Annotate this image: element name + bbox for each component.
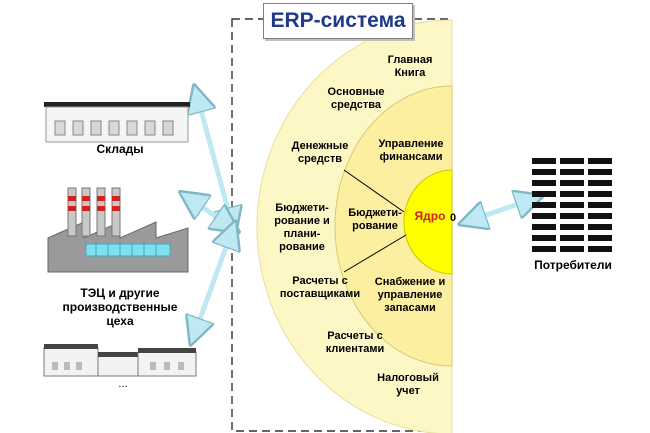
customer-settlements-label: Расчеты с клиентами: [325, 330, 385, 355]
consumers-icon: [532, 158, 612, 252]
general-ledger-label: Главная Книга: [387, 54, 433, 79]
divider-upper: [343, 169, 405, 213]
arrow-consumers: [466, 198, 536, 222]
consumers-label: Потребители: [534, 258, 612, 272]
plants-label: ТЭЦ и другие производственные цеха: [62, 286, 178, 328]
middle-zone: [334, 85, 453, 367]
core-label: Ядро: [414, 209, 446, 223]
core-zone: [403, 169, 453, 275]
factory-icon: [47, 187, 189, 273]
budgeting-label: Бюджети- рование: [348, 207, 402, 232]
supply-inventory-label: Снабжение и управление запасами: [374, 276, 446, 314]
budgeting-planning-label: Бюджети- рование и плани- рование: [274, 202, 330, 253]
supplier-settlements-label: Расчеты с поставщиками: [279, 275, 361, 300]
fixed-assets-label: Основные средства: [327, 86, 385, 111]
cash-label: Денежные средств: [291, 140, 349, 165]
finance-management-label: Управление финансами: [378, 138, 444, 163]
core-fragment-label: 0: [450, 212, 457, 224]
diagram-title: ERP-система: [270, 9, 406, 32]
buildings-icon: [43, 344, 197, 377]
more-label: ...: [118, 378, 128, 390]
tax-accounting-label: Налоговый учет: [377, 372, 439, 397]
title-box: ERP-система: [263, 3, 413, 39]
arrow-more: [193, 228, 233, 338]
divider-lower: [343, 234, 407, 273]
warehouses-label: Склады: [96, 142, 144, 156]
warehouse-icon: [44, 102, 190, 143]
